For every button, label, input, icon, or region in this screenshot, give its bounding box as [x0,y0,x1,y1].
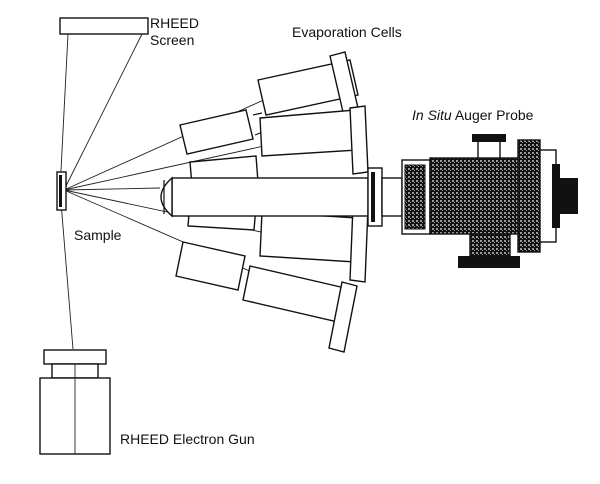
evaporation-cell-2 [189,105,369,187]
sample-holder [56,171,67,211]
probe-flange [367,159,431,235]
label-rheed-screen-line2: Screen [150,32,194,48]
label-auger-probe: In Situ Auger Probe [412,107,534,123]
label-electron-gun: RHEED Electron Gun [120,431,255,447]
label-rheed-screen-line1: RHEED [150,15,199,31]
label-auger-italic: In Situ [412,107,452,123]
label-auger-rest: Auger Probe [452,107,534,123]
rheed-screen [59,17,149,35]
auger-probe [429,134,578,268]
evaporation-cell-1 [179,51,359,155]
label-sample: Sample [74,227,122,243]
rheed-electron-gun [39,349,111,455]
transfer-rod [160,176,369,218]
rheed-beam-lines [59,33,143,350]
labels: RHEED Screen Evaporation Cells In Situ A… [74,15,534,447]
label-evaporation-cells: Evaporation Cells [292,24,402,40]
evaporation-cell-4 [175,241,358,353]
